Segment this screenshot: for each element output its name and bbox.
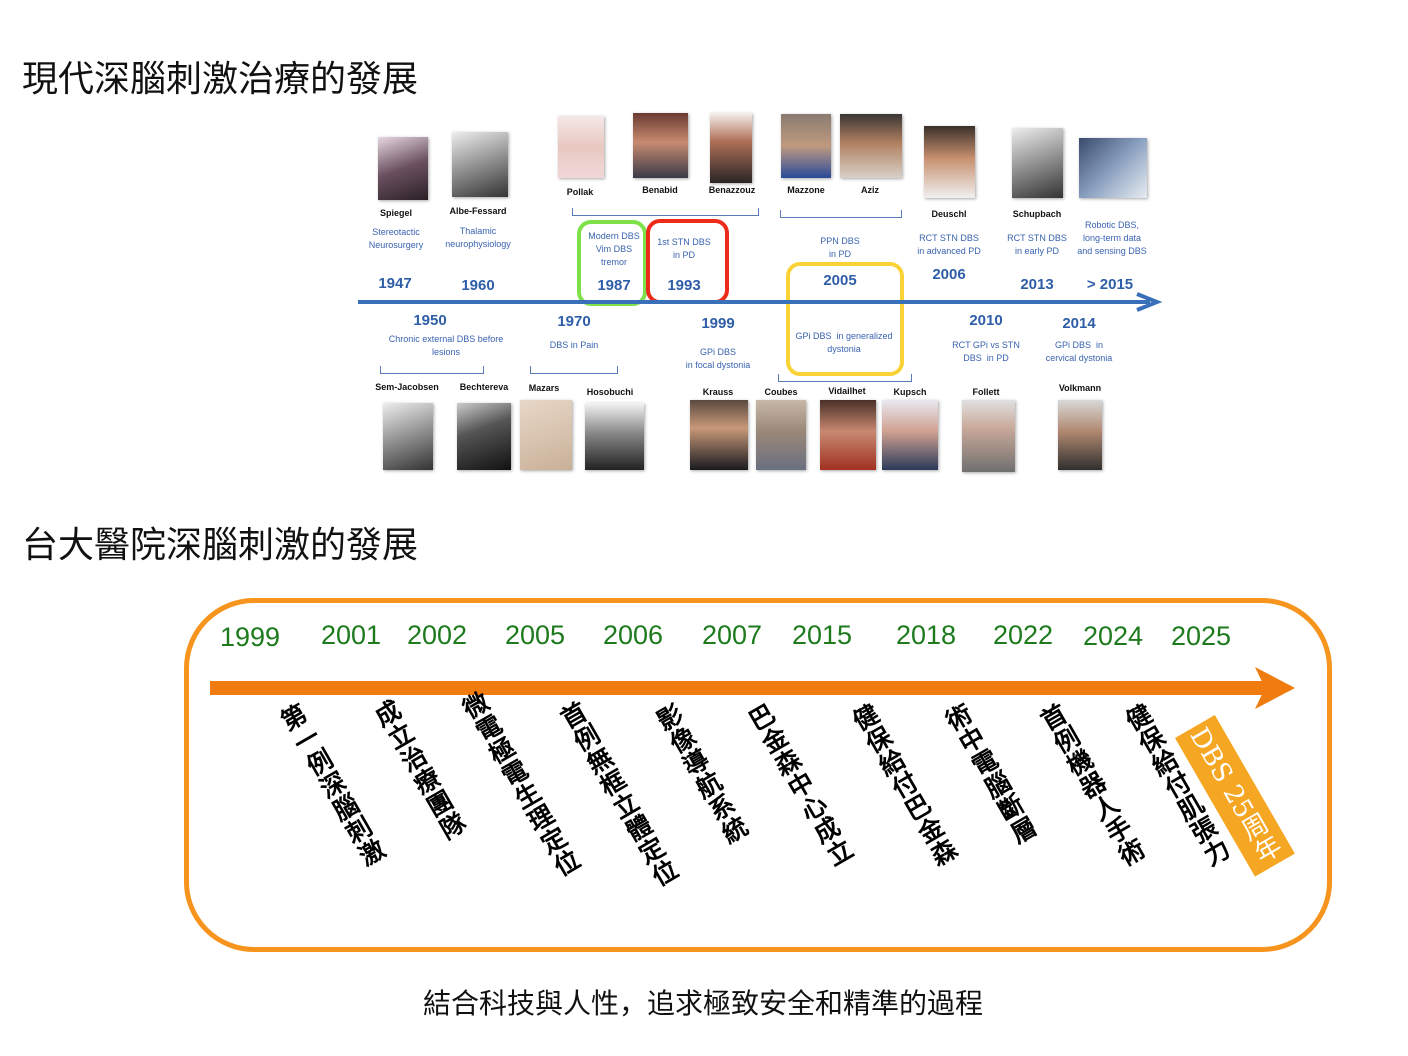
ntuh-year: 2022 <box>992 620 1054 650</box>
desc-1947: Stereotactic Neurosurgery <box>368 227 424 250</box>
highlight-box-2005 <box>786 262 904 376</box>
name-deuschl: Deuschl <box>931 209 967 219</box>
photo-robotic-dbs <box>1079 138 1147 198</box>
name-albe-fessard: Albe-Fessard <box>449 206 507 216</box>
ntuh-year: 2024 <box>1082 621 1144 651</box>
ntuh-year: 2007 <box>701 620 763 650</box>
desc-2013: RCT STN DBS in early PD <box>1007 233 1067 256</box>
photo-deuschl <box>924 126 975 198</box>
ntuh-timeline-frame <box>184 598 1332 952</box>
name-hosobuchi: Hosobuchi <box>586 387 634 397</box>
ntuh-year: 1999 <box>219 622 281 652</box>
photo-spiegel <box>378 137 428 200</box>
year-2013: 2013 <box>1020 276 1054 293</box>
photo-coubes <box>756 400 806 470</box>
desc-2014: GPi DBS in cervical dystonia <box>1045 340 1113 363</box>
ntuh-arrow-shaft <box>210 667 1295 709</box>
caption: 結合科技與人性，追求極致安全和精準的過程 <box>422 987 984 1020</box>
year-2005: 2005 <box>823 272 857 289</box>
ntuh-year: 2015 <box>791 620 853 650</box>
ntuh-year: 2005 <box>504 620 566 650</box>
photo-aziz <box>840 114 902 178</box>
year-1950: 1950 <box>413 312 447 329</box>
year-1960: 1960 <box>461 277 495 294</box>
photo-benazzouz <box>710 113 752 183</box>
photo-bechtereva <box>457 403 511 470</box>
timeline-arrow <box>358 292 1163 312</box>
year-2006: 2006 <box>932 266 966 283</box>
photo-mazars-book <box>520 400 572 470</box>
photo-mazzone <box>781 114 831 178</box>
ntuh-year: 2018 <box>895 620 957 650</box>
desc-1960: Thalamic neurophysiology <box>445 226 511 249</box>
desc-1999: GPi DBS in focal dystonia <box>685 347 751 370</box>
name-bechtereva: Bechtereva <box>459 382 509 392</box>
name-coubes: Coubes <box>764 387 798 397</box>
name-pollak: Pollak <box>566 187 594 197</box>
name-mazzone: Mazzone <box>787 185 825 195</box>
bracket-2005 <box>780 210 902 218</box>
name-benabid: Benabid <box>642 185 678 195</box>
desc-beyond-2015: Robotic DBS, long-term data and sensing … <box>1077 220 1147 256</box>
year-beyond-2015: > 2015 <box>1086 276 1134 293</box>
name-krauss: Krauss <box>702 387 734 397</box>
year-1993: 1993 <box>667 277 701 294</box>
year-1999: 1999 <box>701 315 735 332</box>
bracket-1987 <box>572 208 759 216</box>
year-1987: 1987 <box>597 277 631 294</box>
year-1947: 1947 <box>378 275 412 292</box>
name-mazars: Mazars <box>528 383 560 393</box>
desc-1987: Modern DBS Vim DBS tremor <box>588 231 640 267</box>
photo-schupbach <box>1012 128 1063 198</box>
name-vidailhet: Vidailhet <box>828 386 866 396</box>
bracket-1950 <box>380 366 484 374</box>
year-2014: 2014 <box>1062 315 1096 332</box>
bracket-generalized-dystonia <box>778 374 912 382</box>
photo-follett <box>962 400 1015 472</box>
desc-generalized-dystonia: GPi DBS in generalized dystonia <box>795 331 893 354</box>
photo-benabid <box>633 113 688 178</box>
section-title-ntuh-dbs: 台大醫院深腦刺激的發展 <box>22 525 419 566</box>
name-schupbach: Schupbach <box>1012 209 1062 219</box>
desc-1970: DBS in Pain <box>549 340 599 350</box>
name-follett: Follett <box>972 387 1000 397</box>
photo-vidailhet <box>820 400 876 470</box>
ntuh-year: 2006 <box>602 620 664 650</box>
desc-2006: RCT STN DBS in advanced PD <box>917 233 981 256</box>
photo-pollak <box>558 116 604 178</box>
photo-albe-fessard <box>452 132 508 197</box>
ntuh-year: 2002 <box>406 620 468 650</box>
name-kupsch: Kupsch <box>893 387 927 397</box>
ntuh-year: 2001 <box>320 620 382 650</box>
photo-hosobuchi <box>585 403 644 470</box>
desc-2005: PPN DBS in PD <box>820 236 860 259</box>
ntuh-year: 2025 <box>1170 621 1232 651</box>
desc-1993: 1st STN DBS in PD <box>657 237 711 260</box>
photo-sem-jacobsen <box>383 403 433 470</box>
bracket-1970 <box>530 366 618 374</box>
section-title-modern-dbs: 現代深腦刺激治療的發展 <box>22 59 419 100</box>
name-spiegel: Spiegel <box>379 208 413 218</box>
name-sem-jacobsen: Sem-Jacobsen <box>375 382 439 392</box>
name-benazzouz: Benazzouz <box>708 185 756 195</box>
year-1970: 1970 <box>557 313 591 330</box>
name-aziz: Aziz <box>861 185 879 195</box>
desc-2010: RCT GPi vs STN DBS in PD <box>952 340 1020 363</box>
year-2010: 2010 <box>969 312 1003 329</box>
photo-kupsch <box>882 400 938 470</box>
photo-volkmann <box>1058 400 1102 470</box>
desc-1950: Chronic external DBS before lesions <box>388 334 504 357</box>
photo-krauss <box>690 400 748 470</box>
name-volkmann: Volkmann <box>1058 383 1102 393</box>
